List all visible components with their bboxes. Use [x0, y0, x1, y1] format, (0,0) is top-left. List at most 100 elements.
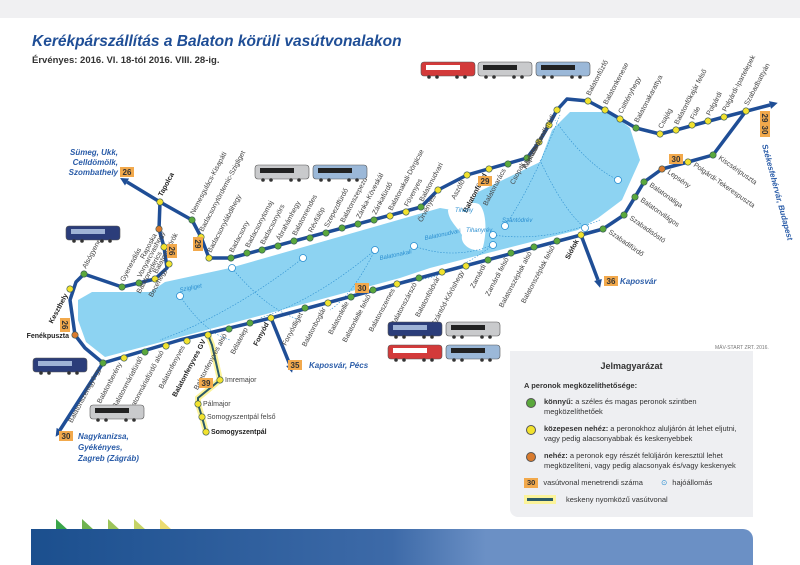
- line-number: 36: [607, 277, 616, 286]
- station-label: Polgárdi-Tekerespuszta: [692, 162, 756, 210]
- station-dot-easy: [523, 154, 531, 162]
- ferry-icon: [501, 222, 509, 230]
- ferry-icon: [371, 246, 379, 254]
- station-label: Pálmajor: [203, 401, 231, 408]
- line-number-badge: 36: [604, 276, 618, 286]
- station-label: Bélatelep: [230, 327, 250, 356]
- station-dot-easy: [631, 193, 639, 201]
- station-label: Szabadifürdő: [607, 229, 645, 258]
- station-dot-medium: [684, 158, 692, 166]
- line-number-badge: 35: [288, 360, 302, 370]
- line-number-badge: 29: [193, 237, 203, 251]
- ferry-station-label: Szántódrév: [502, 218, 533, 224]
- station-dot-medium: [198, 413, 206, 421]
- red-railcar-icon: [387, 344, 443, 362]
- line-number-badge: 30: [355, 283, 369, 293]
- station-dot-medium: [386, 212, 394, 220]
- ferry-route: [554, 119, 619, 181]
- station-dot-easy: [306, 234, 314, 242]
- station-label: Csajág: [658, 107, 674, 130]
- line-number: 30: [760, 126, 769, 135]
- ferry-routes: [159, 114, 619, 341]
- ferry-route: [329, 249, 376, 311]
- station-dot-medium: [704, 117, 712, 125]
- station-dot-medium: [616, 115, 624, 123]
- medium-dot-icon: [526, 425, 536, 435]
- station-dot-medium: [553, 106, 561, 114]
- ferry-icon: [176, 292, 184, 300]
- bike-railcar-icon: [312, 164, 368, 182]
- hard-dot-icon: [526, 452, 536, 462]
- station-label: Tapolca: [158, 172, 176, 198]
- rail-line: [579, 234, 600, 281]
- ferry-route: [259, 249, 376, 319]
- legend: Jelmagyarázat A peronok megközelíthetősé…: [510, 351, 753, 517]
- station-dot-easy: [225, 325, 233, 333]
- ferry-icon: [410, 242, 418, 250]
- ferry-route: [504, 114, 561, 227]
- station-label: Polgárdi-Ipartelepek: [722, 54, 758, 113]
- station-dot-easy: [484, 256, 492, 264]
- station-dot-medium: [485, 165, 493, 173]
- line-number-badge: 29: [760, 111, 770, 125]
- station-dot-medium: [194, 400, 202, 408]
- bike-carriage-icon: [89, 404, 145, 422]
- top-bar: [0, 0, 800, 18]
- station-dot-medium: [156, 198, 164, 206]
- station-dot-easy: [354, 220, 362, 228]
- dest-nagykanizsa-3: Zagreb (Zágráb): [77, 454, 139, 463]
- bike-railcar-icon: [535, 61, 591, 79]
- station-dot-easy: [188, 216, 196, 224]
- station-dot-medium: [720, 113, 728, 121]
- station-dot-medium: [462, 262, 470, 270]
- line-number-badge: 30: [669, 154, 683, 164]
- station-label: Lepsény: [666, 169, 692, 190]
- station-label: Füle: [690, 106, 703, 121]
- station-dot-medium: [601, 106, 609, 114]
- station-label: Fonyódliget: [282, 312, 305, 347]
- station-dot-easy: [322, 229, 330, 237]
- station-dot-medium: [216, 376, 224, 384]
- station-label: Balatonboglár: [301, 306, 328, 348]
- legend-hard-text: a peronok egy részét felüljárón keresztü…: [544, 451, 736, 470]
- ferry-icon: [228, 264, 236, 272]
- dest-nagykanizsa-1: Nagykanizsa,: [78, 432, 129, 441]
- station-label: Somogyszentpál felső: [207, 414, 276, 421]
- station-dot-medium: [205, 254, 213, 262]
- legend-title: Jelmagyarázat: [600, 361, 663, 371]
- tihany-peninsula: [448, 202, 486, 251]
- station-dot-medium: [656, 130, 664, 138]
- station-label: Balatonlelle felső: [342, 294, 373, 344]
- station-dot-easy: [530, 243, 538, 251]
- dest-sumeg-2: Celldömölk,: [73, 158, 118, 167]
- line-number-badge: 39: [199, 378, 213, 388]
- footer-banner: [31, 529, 753, 565]
- station-label: Balatonfenyves GV: [172, 338, 208, 398]
- line-number: 26: [123, 168, 132, 177]
- ferry-station-label: Tihanyrév: [466, 228, 493, 234]
- station-label: Balatonszárszó: [390, 282, 419, 328]
- dest-nagykanizsa-2: Gyékényes,: [78, 443, 122, 452]
- ferry-icon: [489, 241, 497, 249]
- easy-dot-icon: [526, 398, 536, 408]
- ferry-station-label: Tihany: [455, 208, 474, 214]
- station-dot-medium: [393, 280, 401, 288]
- station-dot-easy: [246, 319, 254, 327]
- station-dot-easy: [243, 249, 251, 257]
- dest-budapest: Székesfehérvár, Budapest: [760, 143, 794, 241]
- dest-sumeg-1: Sümeg, Ukk,: [70, 148, 118, 157]
- legend-line-number-text: vasútvonal menetrendi száma: [543, 478, 643, 487]
- station-dot-easy: [370, 216, 378, 224]
- station-dot-medium: [535, 138, 543, 146]
- station-dot-medium: [742, 107, 750, 115]
- station-dot-easy: [338, 224, 346, 232]
- station-label: Szabadisóstó: [628, 215, 667, 245]
- arrow-icon: [768, 101, 778, 109]
- station-dot-easy: [632, 124, 640, 132]
- station-dot-easy: [599, 225, 607, 233]
- station-dot-easy: [620, 211, 628, 219]
- rail-line: [269, 317, 292, 366]
- station-label: Siófok: [565, 239, 581, 261]
- station-label: Imremajor: [225, 377, 257, 384]
